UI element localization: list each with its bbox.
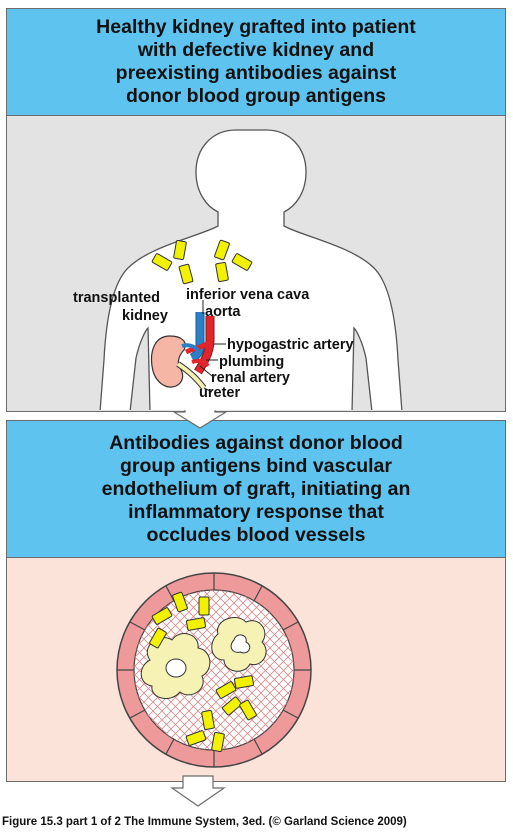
label-aorta: aorta: [205, 304, 241, 320]
label-transplanted: transplanted: [73, 290, 160, 306]
step-1-text: Healthy kidney grafted into patient with…: [96, 16, 416, 107]
label-inferior-vena-cava: inferior vena cava: [186, 287, 310, 303]
step-1-header: Healthy kidney grafted into patient with…: [6, 8, 506, 116]
step-2-header: Antibodies against donor blood group ant…: [6, 420, 506, 558]
down-arrow-2: [170, 775, 226, 807]
leader-lines: [199, 300, 226, 393]
step-2-text: Antibodies against donor blood group ant…: [101, 431, 411, 546]
label-kidney: kidney: [122, 308, 168, 324]
transplanted-kidney-graphic: [150, 312, 215, 390]
label-plumbing: plumbing: [219, 354, 284, 370]
label-hypogastric-artery: hypogastric artery: [227, 337, 354, 353]
label-renal-artery: renal artery: [211, 370, 290, 386]
figure-caption: Figure 15.3 part 1 of 2 The Immune Syste…: [2, 816, 407, 828]
label-ureter: ureter: [199, 385, 240, 401]
